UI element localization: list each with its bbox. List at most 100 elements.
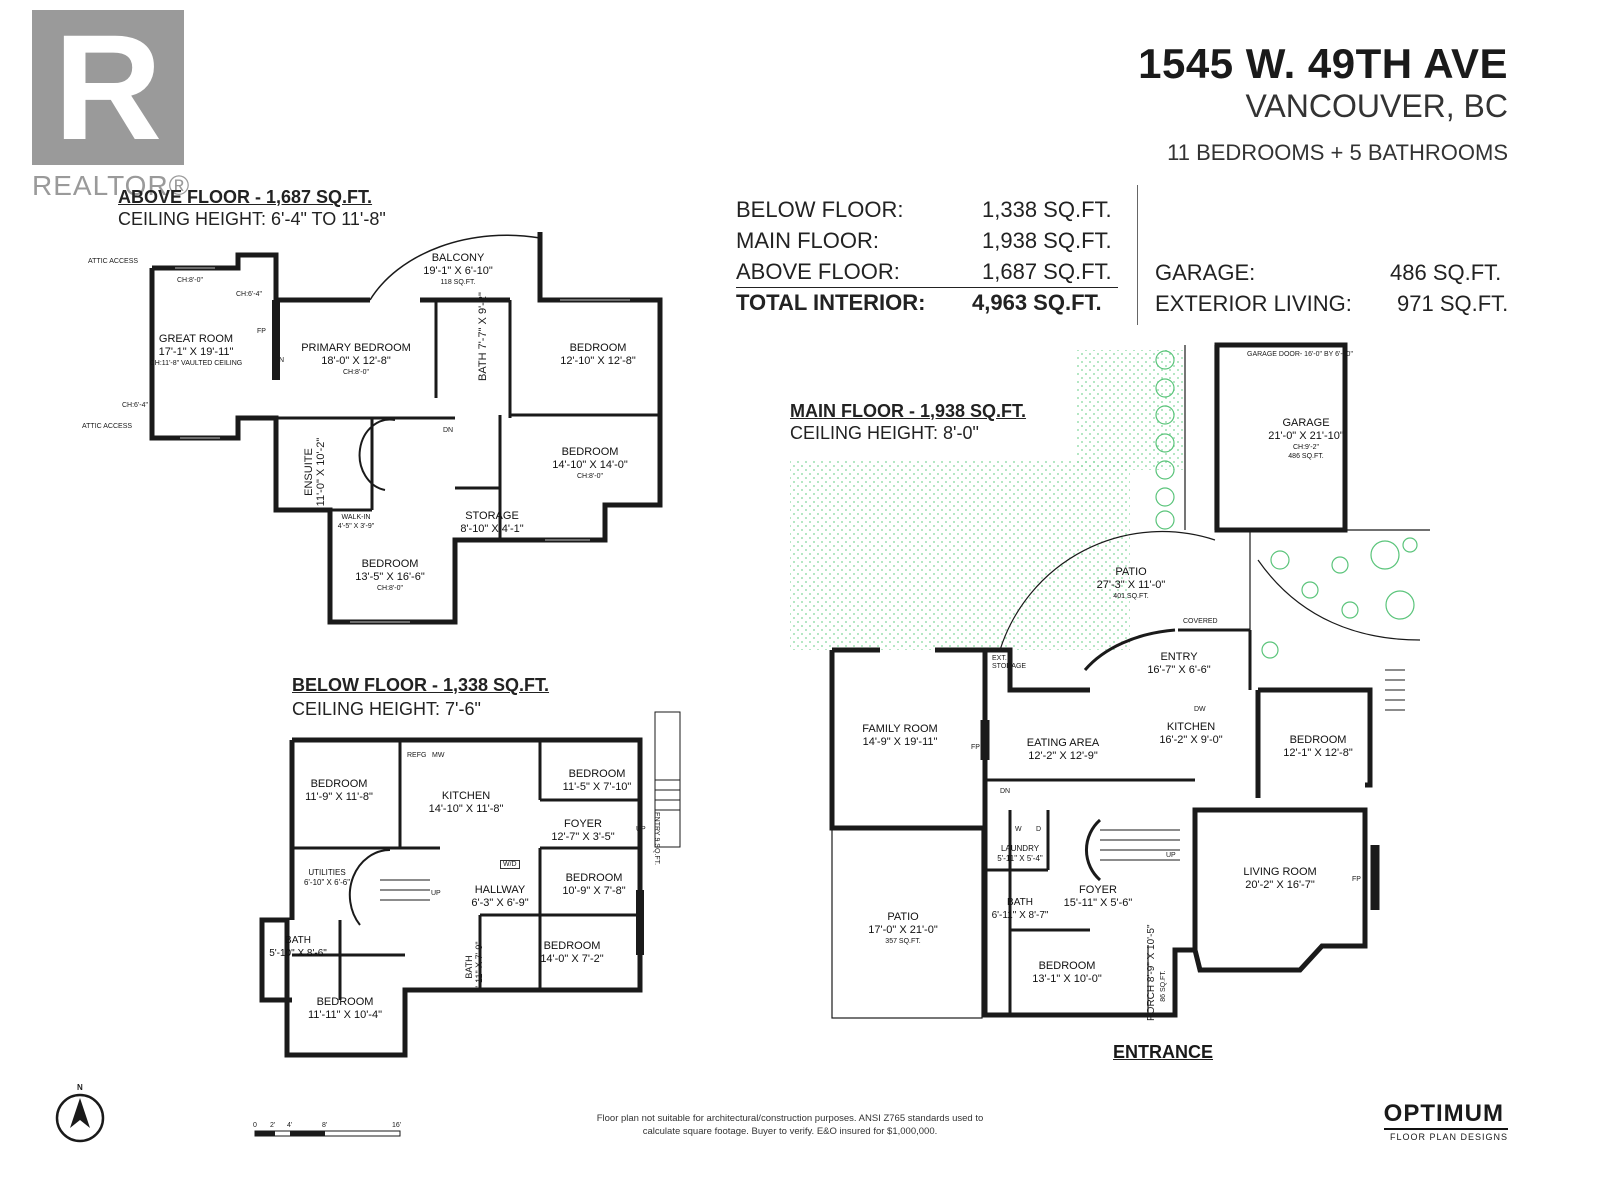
below-up-2: UP (431, 890, 441, 897)
area-main-label: MAIN FLOOR: (736, 228, 880, 253)
bedroom-e-dims: 14'-10" X 14'-0" (552, 459, 628, 471)
above-ch-1: CH:8'-0" (177, 277, 203, 284)
main-entry-dims: 16'-7" X 6'-6" (1147, 664, 1211, 676)
realtor-logo-letter: R (53, 3, 163, 171)
area-above-value: 1,687 SQ.FT. (982, 259, 1112, 284)
patio-n-name: PATIO (1115, 566, 1147, 578)
main-bedroom-e-dims: 12'-1" X 12'-8" (1283, 747, 1353, 759)
main-bath-dims: 6'-11" X 8'-7" (991, 910, 1049, 921)
address-line-3: 11 BEDROOMS + 5 BATHROOMS (1167, 140, 1508, 165)
below-bath-c-name: BATH (464, 955, 474, 979)
area-exterior-value: 971 SQ.FT. (1397, 291, 1509, 316)
attic-access-2: ATTIC ACCESS (82, 423, 133, 430)
great-room-dims: 17'-1" X 19'-11" (158, 346, 234, 358)
above-ensuite: ENSUITE 11'-0" X 10'-2" (300, 425, 330, 507)
below-bedroom-e2-dims: 14'-0" X 7'-2" (540, 953, 604, 965)
realtor-logo: R (32, 10, 184, 165)
area-below-label: BELOW FLOOR: (736, 197, 904, 222)
below-bedroom-nw-dims: 11'-9" X 11'-8" (305, 791, 373, 803)
great-room-name: GREAT ROOM (158, 333, 234, 345)
below-bath-w-name: BATH (285, 935, 311, 946)
below-foyer-dims: 12'-7" X 3'-5" (551, 831, 615, 843)
scale-tick-1: 2' (270, 1122, 276, 1129)
main-entry-name: ENTRY (1160, 651, 1198, 663)
main-foyer-dims: 15'-11" X 5'-6" (1063, 897, 1133, 909)
main-foyer-name: FOYER (1079, 884, 1117, 896)
family-room-dims: 14'-9" X 19'-11" (862, 736, 938, 748)
main-floor-ceiling: CEILING HEIGHT: 8'-0" (790, 423, 979, 443)
above-ch-2: CH:6'-4" (236, 291, 262, 298)
below-floor-ceiling: CEILING HEIGHT: 7'-6" (292, 699, 481, 719)
garage-name: GARAGE (1282, 417, 1330, 429)
area-exterior-label: EXTERIOR LIVING: (1155, 291, 1352, 316)
bedroom-ne-name: BEDROOM (569, 342, 627, 354)
patio-s-name: PATIO (887, 911, 919, 923)
balcony-name: BALCONY (431, 252, 485, 264)
below-mw: MW (432, 752, 445, 759)
compass-label: N (77, 1083, 83, 1092)
below-floor-plan (259, 737, 644, 1058)
area-sum-rule (736, 287, 1118, 288)
realtor-wordmark: REALTOR® (32, 170, 191, 201)
area-total-label: TOTAL INTERIOR: (736, 290, 926, 315)
main-bath-name: BATH (1007, 897, 1033, 908)
ensuite-name: ENSUITE (303, 448, 315, 496)
area-below-value: 1,338 SQ.FT. (982, 197, 1112, 222)
eating-area-name: EATING AREA (1026, 737, 1100, 749)
bedroom-s-name: BEDROOM (361, 558, 419, 570)
main-up: UP (1166, 852, 1176, 859)
bedroom-ne-dims: 12'-10" X 12'-8" (560, 355, 636, 367)
main-floor-stairs (1100, 669, 1405, 861)
main-floor-plants (1155, 350, 1418, 659)
disclaimer: Floor plan not suitable for architectura… (596, 1113, 984, 1137)
ensuite-dims: 11'-0" X 10'-2" (315, 437, 327, 507)
above-dn-2: DN (443, 427, 454, 434)
family-room-name: FAMILY ROOM (862, 723, 938, 735)
optimum-logo: OPTIMUM (1383, 1100, 1508, 1130)
garage-dims: 21'-0" X 21'-10" (1268, 430, 1344, 442)
main-porch: PORCH 8'-9" X 10'-5" 86 SQ.FT. (1140, 924, 1170, 1021)
below-bedroom-nw-name: BEDROOM (310, 778, 368, 790)
bedroom-e-name: BEDROOM (561, 446, 619, 458)
main-washer: W (1015, 826, 1022, 833)
above-dn-1: DN (274, 357, 285, 364)
below-floor-title: BELOW FLOOR - 1,338 SQ.FT. (292, 675, 550, 695)
area-garage-value: 486 SQ.FT. (1390, 260, 1502, 285)
above-ch-3: CH:6'-4" (122, 402, 148, 409)
main-dn: DN (1000, 788, 1011, 795)
main-dw: DW (1194, 706, 1206, 713)
main-bedroom-s-name: BEDROOM (1038, 960, 1096, 972)
storage-dims: 8'-10" X 4'-1" (460, 523, 524, 535)
main-fp-2: FP (1352, 876, 1361, 883)
area-garage-label: GARAGE: (1155, 260, 1256, 285)
utilities-dims: 6'-10" X 6'-6" (303, 878, 351, 887)
primary-bedroom-name: PRIMARY BEDROOM (301, 342, 411, 354)
great-room-note: CH:11'-8" VAULTED CEILING (149, 360, 243, 367)
utilities-name: UTILITIES (308, 868, 346, 877)
scale-bar (254, 1130, 401, 1137)
below-entry-dims: 9 SQ.FT. (653, 837, 660, 866)
garage-ch: CH:9'-2" (1292, 444, 1319, 451)
main-bedroom-e-name: BEDROOM (1289, 734, 1347, 746)
porch-dims: 8'-9" X 10'-5" (1146, 924, 1157, 983)
main-kitchen-dims: 16'-2" X 9'-0" (1159, 734, 1223, 746)
above-floor-windows (175, 267, 630, 623)
main-floor-yard-hatch (790, 460, 1130, 650)
address-line-2: VANCOUVER, BC (1245, 88, 1508, 124)
balcony-dims: 19'-1" X 6'-10" (423, 265, 493, 277)
area-divider (1137, 185, 1138, 325)
above-bath: BATH 7'-7" X 9'-2" (468, 292, 498, 381)
